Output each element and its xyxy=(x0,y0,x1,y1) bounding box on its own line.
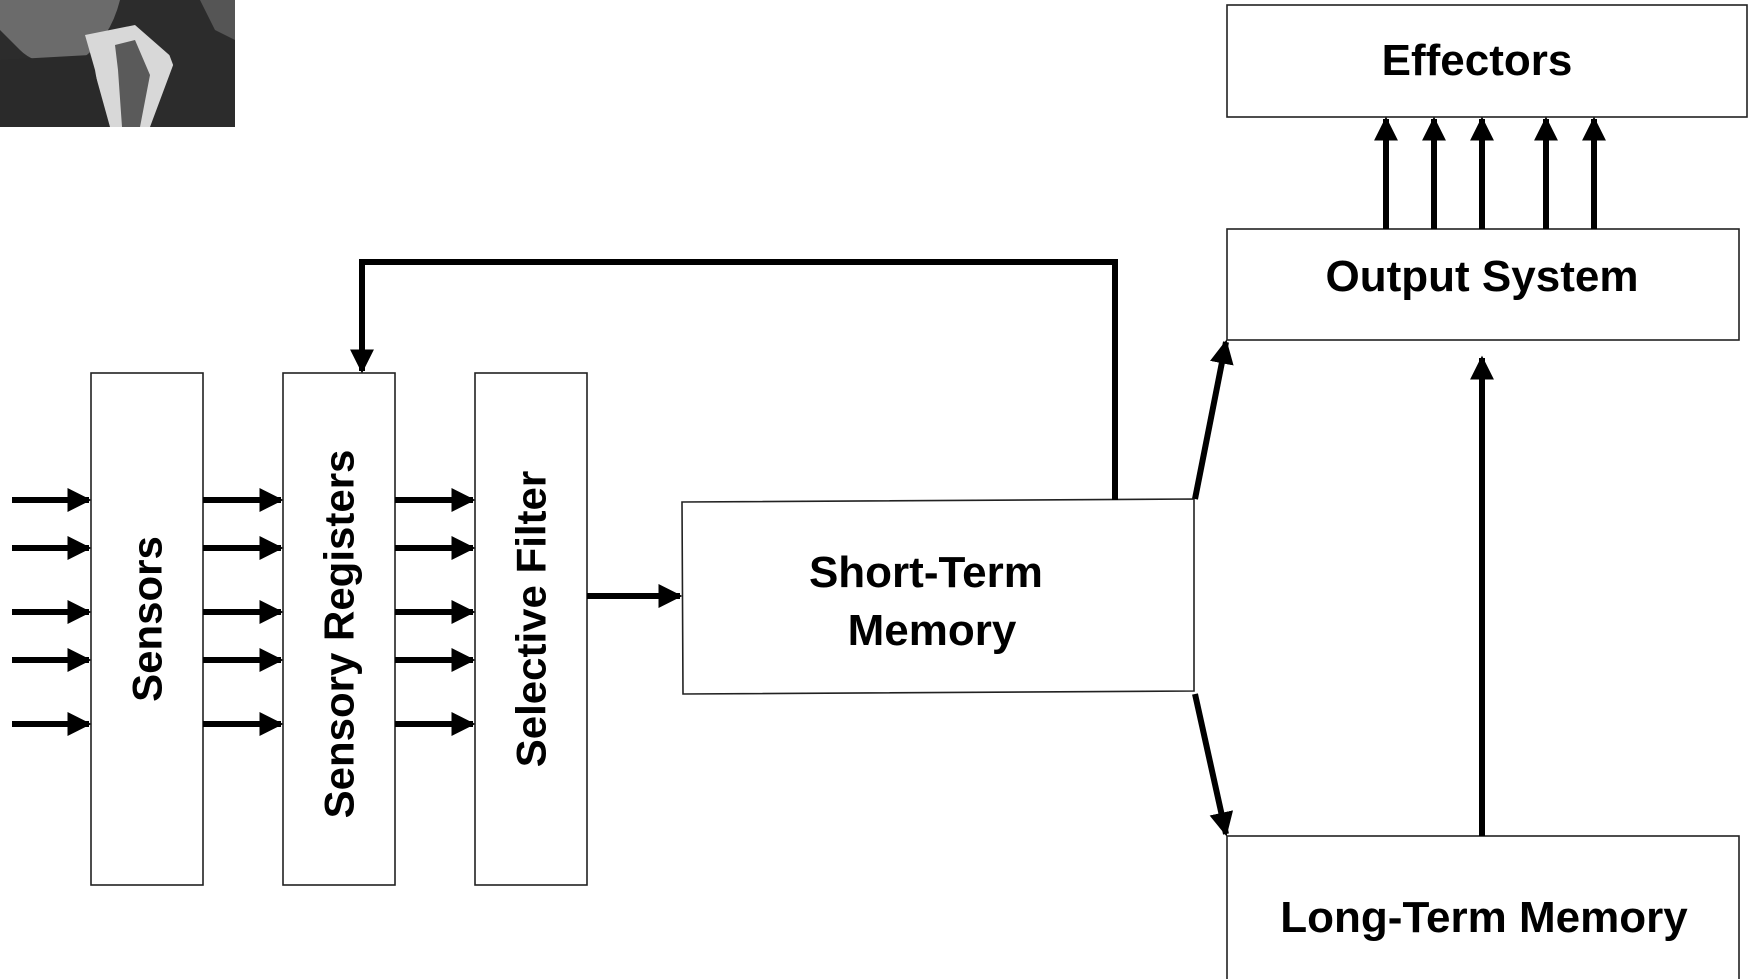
sensors-to-registers-arrows xyxy=(203,500,281,724)
sensors-label: Sensors xyxy=(124,536,171,702)
output-system-label: Output System xyxy=(1326,252,1639,301)
stm-to-ltm-arrow xyxy=(1195,694,1226,834)
stm-to-output-arrow xyxy=(1195,342,1226,499)
selective-filter-label: Selective Filter xyxy=(508,471,555,767)
long-term-memory-label: Long-Term Memory xyxy=(1280,893,1688,942)
output-to-effectors-arrows xyxy=(1386,119,1594,229)
short-term-memory-line-1: Short-Term xyxy=(809,548,1043,597)
effectors-label: Effectors xyxy=(1382,36,1573,85)
portrait-photo xyxy=(0,0,235,127)
short-term-memory-line-2: Memory xyxy=(848,606,1017,655)
input-arrows xyxy=(12,500,89,724)
sensory-registers-label: Sensory Registers xyxy=(316,450,363,819)
registers-to-filter-arrows xyxy=(395,500,473,724)
